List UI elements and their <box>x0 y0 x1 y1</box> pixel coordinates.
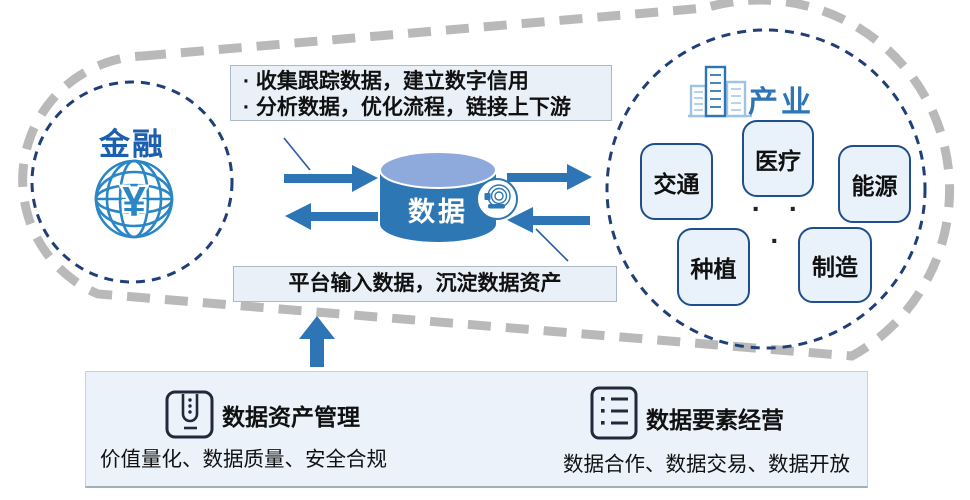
database-cylinder-icon <box>379 151 497 242</box>
industry-label: 产业 <box>748 86 814 119</box>
data-asset-vial-icon <box>165 390 214 439</box>
sector-box-transport: 交通 <box>640 143 713 220</box>
callout-line-bottom <box>535 228 569 262</box>
element-ops-title: 数据要素经营 <box>646 407 784 433</box>
top-note-box: · 收集跟踪数据，建立数字信用 · 分析数据，优化流程，链接上下游 <box>230 65 612 121</box>
top-note-line-2: · 分析数据，优化流程，链接上下游 <box>243 96 571 119</box>
sector-box-planting: 种植 <box>677 228 750 306</box>
callout-line-top <box>283 137 311 171</box>
sector-box-manufacturing: 制造 <box>798 227 872 303</box>
globe-yen-icon <box>94 159 174 239</box>
ai-head-badge-icon <box>476 178 518 220</box>
finance-label: 金融 <box>99 127 165 162</box>
arrow-data-to-industry <box>507 164 592 190</box>
bottom-panel <box>85 371 868 488</box>
finance-circle <box>30 80 234 284</box>
sector-ellipsis: · · · <box>751 193 809 256</box>
arrow-data-to-finance <box>285 203 378 230</box>
asset-mgmt-title: 数据资产管理 <box>222 404 360 430</box>
top-note-line-1: · 收集跟踪数据，建立数字信用 <box>243 70 529 93</box>
data-label: 数据 <box>408 197 468 227</box>
buildings-icon <box>688 65 752 118</box>
checklist-icon <box>590 386 638 440</box>
asset-mgmt-subtitle: 价值量化、数据质量、安全合规 <box>100 448 387 471</box>
sector-box-energy: 能源 <box>838 145 911 223</box>
arrow-industry-to-data <box>507 207 590 233</box>
industry-circle <box>605 28 927 350</box>
bottom-note-box: 平台输入数据，沉淀数据资产 <box>233 266 617 302</box>
sector-box-medical: 医疗 <box>742 120 814 197</box>
arrow-finance-to-data <box>284 165 378 192</box>
element-ops-subtitle: 数据合作、数据交易、数据开放 <box>563 453 850 476</box>
yen-symbol: ¥ <box>122 178 146 225</box>
arrow-platform-up <box>299 316 335 367</box>
